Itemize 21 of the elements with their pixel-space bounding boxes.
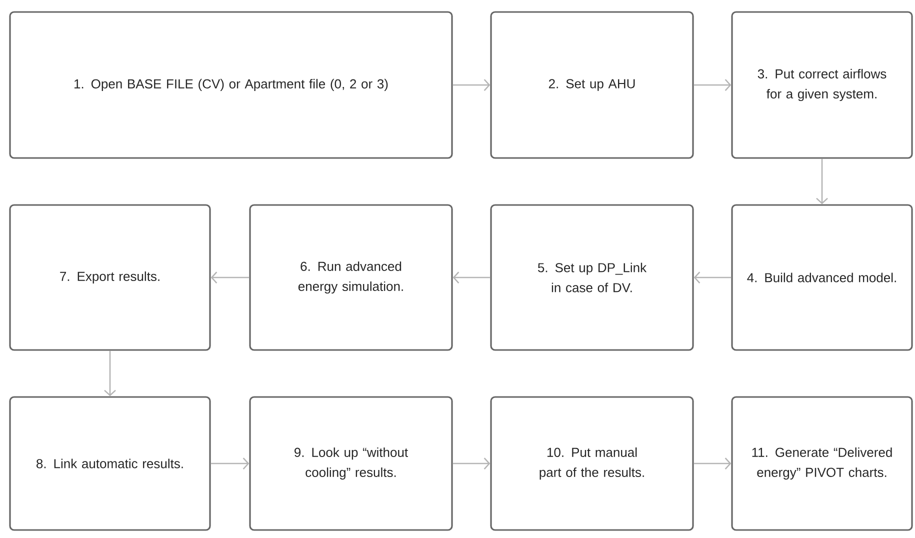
process-box: 9. Look up “without cooling” results. — [249, 396, 453, 531]
arrow — [210, 458, 250, 470]
arrow — [694, 458, 732, 470]
process-box: 10. Put manual part of the results. — [490, 396, 694, 531]
process-box: 7. Export results. — [9, 204, 211, 351]
arrow — [694, 272, 732, 284]
process-box: 1. Open BASE FILE (CV) or Apartment file (0, 2 or 3) — [9, 11, 453, 159]
arrow — [104, 350, 116, 396]
arrow — [210, 272, 250, 284]
process-box: 5. Set up DP_Link in case of DV. — [490, 204, 694, 351]
arrow — [452, 272, 490, 284]
process-box: 3. Put correct airflows for a given system. — [731, 11, 913, 159]
arrow — [694, 79, 732, 91]
arrow — [452, 458, 490, 470]
process-box: 11. Generate “Delivered energy” PIVOT charts. — [731, 396, 913, 531]
process-box: 6. Run advanced energy simulation. — [249, 204, 453, 351]
process-box: 8. Link automatic results. — [9, 396, 211, 531]
process-box: 4. Build advanced model. — [731, 204, 913, 351]
arrow — [452, 79, 490, 91]
arrow — [816, 158, 828, 204]
process-box: 2. Set up AHU — [490, 11, 694, 159]
